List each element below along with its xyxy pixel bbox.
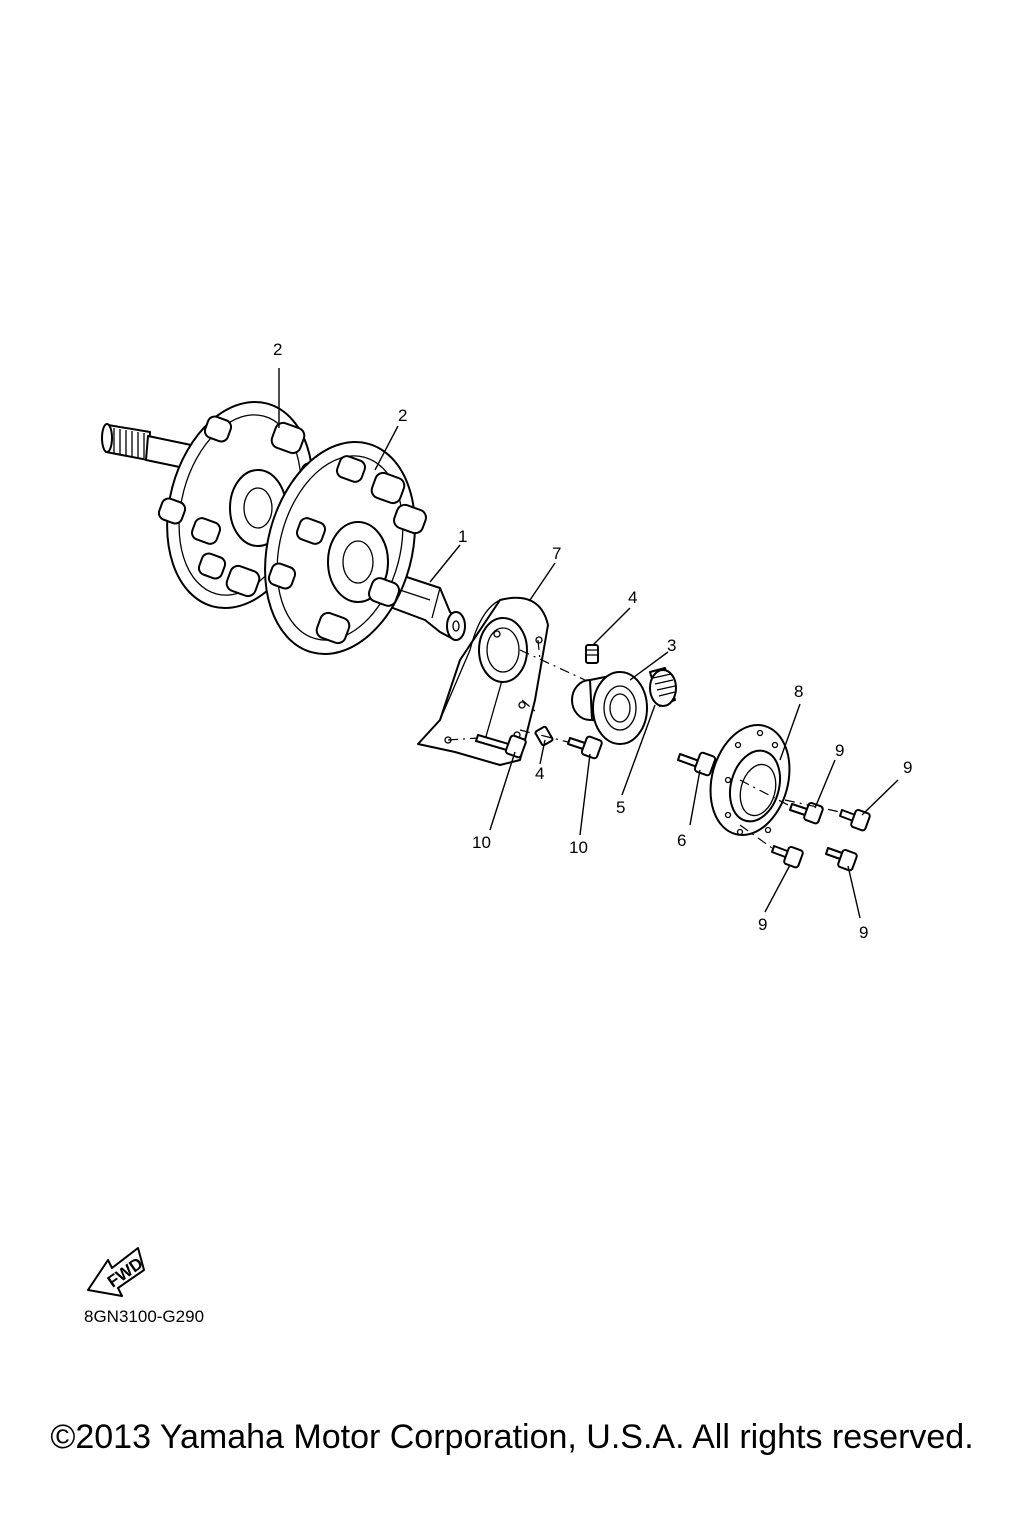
collar-part-5 <box>649 667 677 707</box>
bolt-part-6 <box>677 751 717 777</box>
bolt-part-9-b <box>839 808 871 832</box>
callout-1: 1 <box>458 527 467 546</box>
callout-9-d: 9 <box>859 923 868 942</box>
callout-7: 7 <box>552 544 561 563</box>
callout-5: 5 <box>616 798 625 817</box>
bracket-part-7 <box>417 596 549 766</box>
callout-10-a: 10 <box>472 833 491 852</box>
copyright-notice: ©2013 Yamaha Motor Corporation, U.S.A. A… <box>50 1418 974 1456</box>
callout-2-left: 2 <box>273 340 282 359</box>
sprocket-part-2-right <box>264 441 427 655</box>
callout-4-top: 4 <box>628 588 637 607</box>
set-screw-part-4-top <box>585 644 599 664</box>
bolt-part-10-b <box>567 735 603 760</box>
assembly-center-lines <box>447 639 841 849</box>
callout-2-right: 2 <box>398 406 407 425</box>
leader-lines <box>278 368 899 919</box>
callout-10-b: 10 <box>569 838 588 857</box>
callout-6: 6 <box>677 831 686 850</box>
callout-8: 8 <box>794 682 803 701</box>
bolt-part-9-a <box>789 801 824 825</box>
diagram-code: 8GN3100-G290 <box>84 1307 205 1326</box>
bolt-part-10-a <box>475 734 527 759</box>
callout-9-a: 9 <box>835 741 844 760</box>
bolt-part-9-c <box>771 845 804 869</box>
bolt-part-9-d <box>825 847 858 872</box>
fwd-arrow-icon: FWD <box>87 1247 146 1297</box>
callout-9-c: 9 <box>758 915 767 934</box>
callout-4-bottom: 4 <box>535 764 544 783</box>
bearing-part-3 <box>571 671 648 745</box>
callout-9-b: 9 <box>903 758 912 777</box>
callout-3: 3 <box>667 636 676 655</box>
cover-plate-part-8 <box>709 724 791 836</box>
